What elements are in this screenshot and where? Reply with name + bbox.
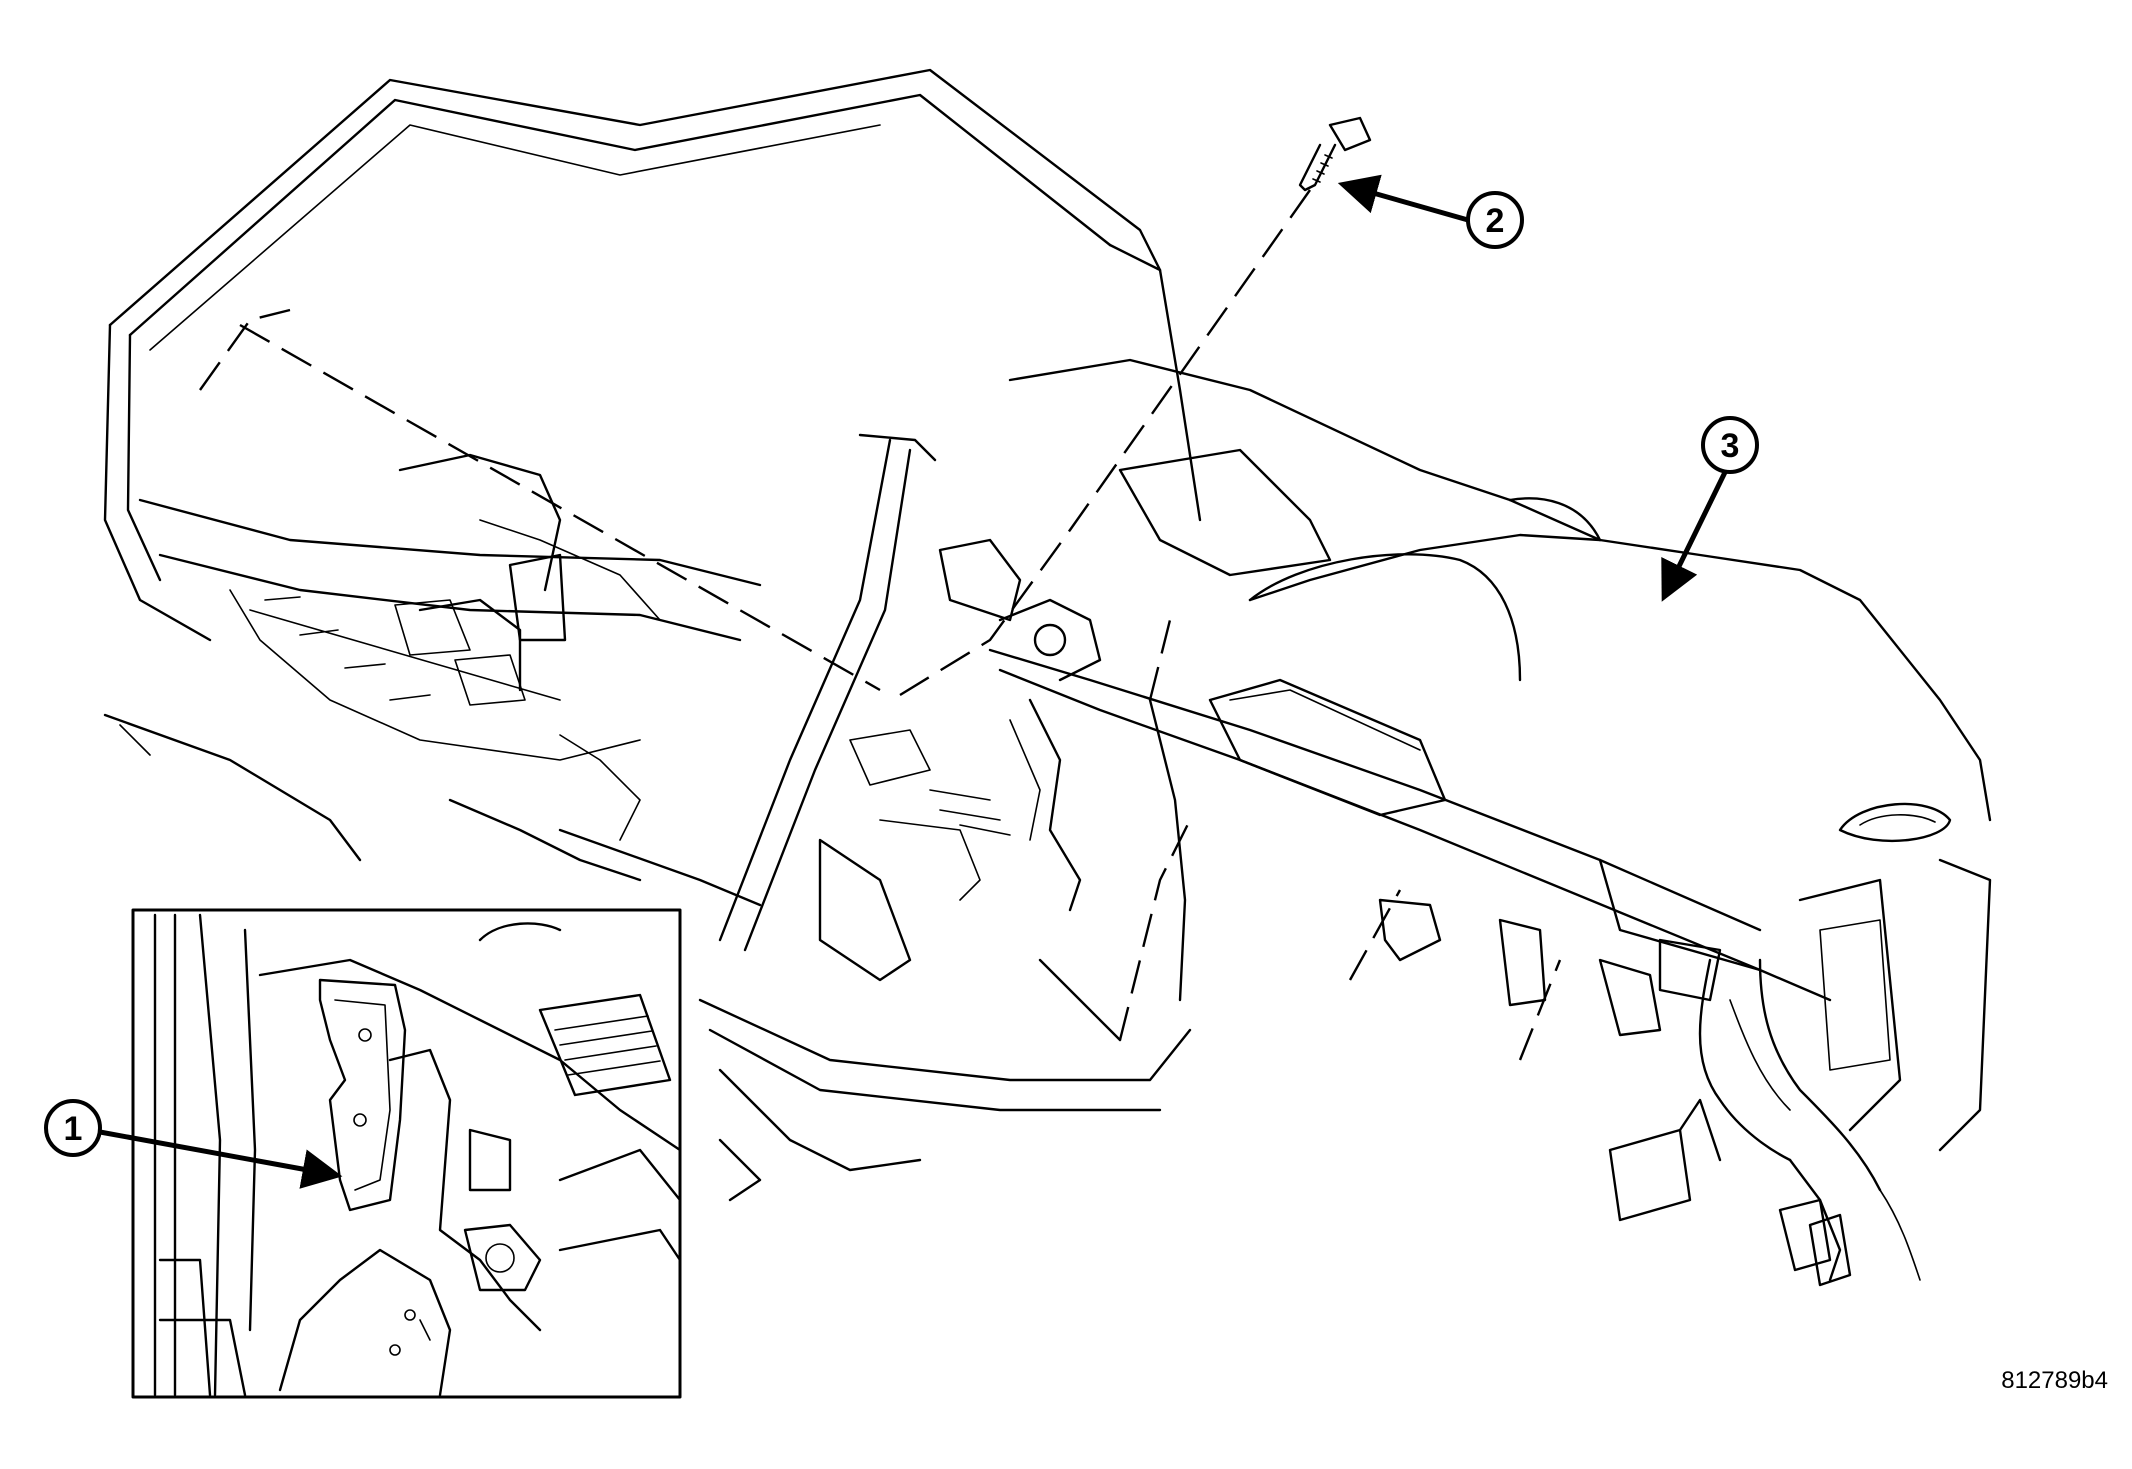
mounting-bolt-drawing (1298, 116, 1372, 192)
panel-alignment-line (239, 323, 881, 692)
wiring-harness (1608, 958, 1921, 1287)
callout-1-leader (99, 1129, 343, 1189)
instrument-panel-drawing (938, 358, 1992, 1287)
bolt-alignment-line (899, 189, 1311, 697)
windshield-frame (108, 68, 1162, 327)
callout-1-number: 1 (64, 1110, 83, 1148)
callout-2-leader (1337, 174, 1469, 223)
detail-inset (131, 908, 682, 1399)
callout-2: 2 (1466, 191, 1524, 249)
callout-3-number: 3 (1721, 427, 1740, 465)
callout-2-number: 2 (1486, 202, 1505, 240)
right-end-vent (1838, 802, 1952, 843)
lower-mounting-bracket (1378, 898, 1442, 962)
callout-1: 1 (44, 1099, 102, 1157)
callout-1-circle (44, 1099, 102, 1157)
cowl-vent-slots (264, 596, 431, 701)
callout-3-leader (1661, 460, 1733, 602)
callout-3-circle (1701, 416, 1759, 474)
inset-bracket (318, 978, 407, 1212)
figure-id: 812789b4 (2001, 1367, 2108, 1394)
instrument-panel-top (1008, 358, 1512, 502)
vehicle-body-drawing (103, 68, 1202, 1202)
callout-3: 3 (1701, 416, 1759, 474)
inset-vent (538, 993, 672, 1097)
center-vent (1208, 678, 1447, 817)
callout-2-circle (1466, 191, 1524, 249)
